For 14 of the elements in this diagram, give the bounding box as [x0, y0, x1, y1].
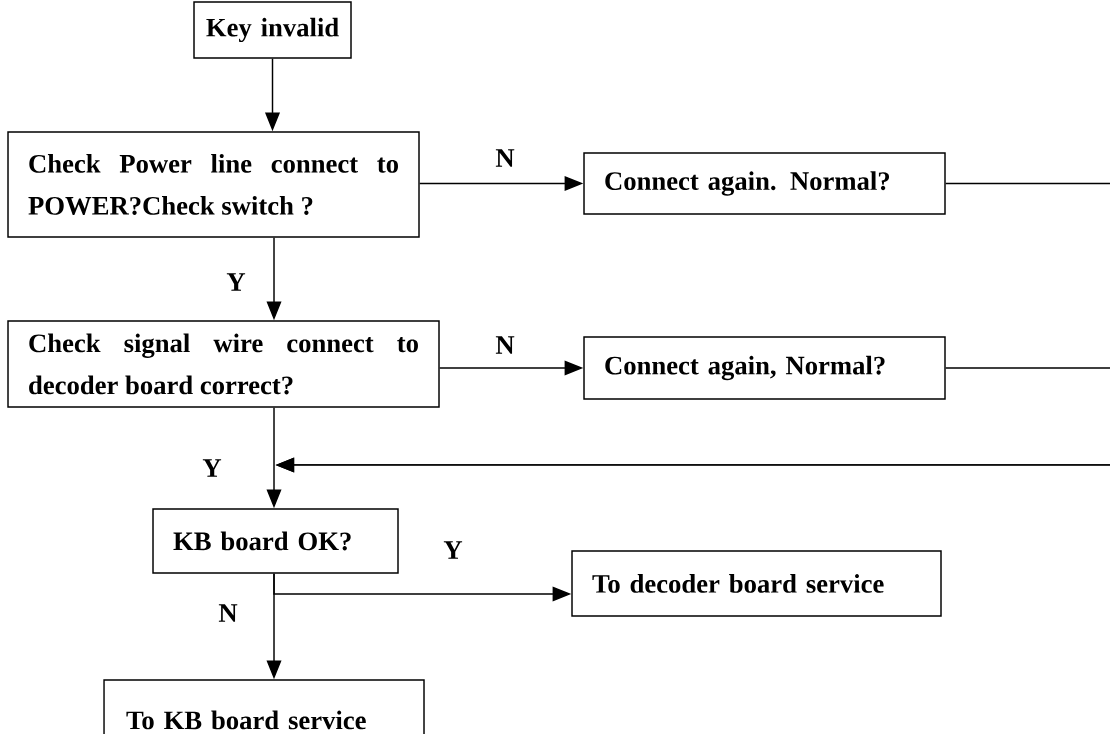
edge-label: N	[494, 147, 516, 169]
process-box: KB board OK?	[152, 508, 399, 574]
process-box: To KB board service	[103, 679, 425, 734]
process-box: Check signal wire connect to decoder board correct?	[7, 320, 440, 408]
edge-label: Y	[225, 271, 247, 293]
edge-label: Y	[442, 539, 464, 561]
process-box: To decoder board service	[571, 550, 942, 617]
edge-label: N	[217, 602, 239, 624]
process-box: Key invalid	[193, 1, 352, 59]
edge-label: Y	[201, 457, 223, 479]
edge-label: N	[494, 334, 516, 356]
process-box: Connect again. Normal?	[583, 152, 946, 215]
process-box: Connect again, Normal?	[583, 336, 946, 400]
process-box: Check Power line connect to POWER?Check switch ?	[7, 131, 420, 238]
